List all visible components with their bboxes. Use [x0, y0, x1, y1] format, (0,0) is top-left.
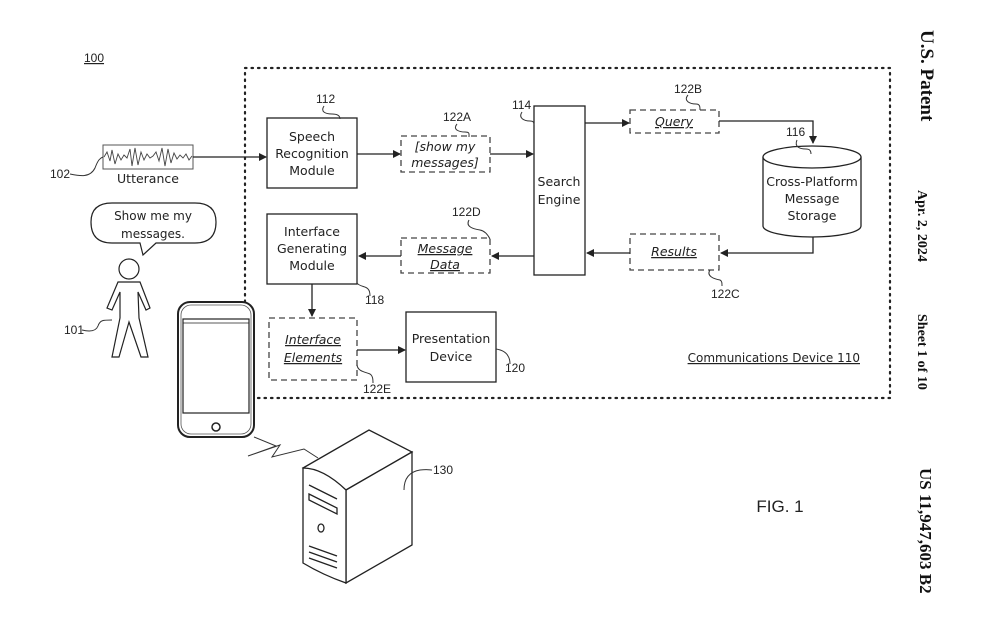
user-ref: 101	[64, 323, 84, 337]
leader-122b	[685, 94, 701, 111]
patent-number: US 11,947,603 B2	[916, 468, 935, 594]
leader-102	[69, 156, 104, 177]
search-engine-ref: 114	[512, 98, 531, 112]
message-storage-database	[762, 145, 862, 238]
presentation-ref: 120	[505, 361, 525, 375]
storage-ref: 116	[786, 125, 805, 139]
communications-device-label: Communications Device 110	[688, 351, 860, 365]
leader-122a	[454, 123, 470, 138]
patent-label: U.S. Patent	[916, 30, 937, 122]
speech-module-line-3: Module	[289, 163, 335, 178]
show-my-messages-line-1: [show my	[415, 139, 476, 154]
server-ref: 130	[433, 463, 453, 477]
leader-116	[795, 139, 812, 155]
leader-118	[356, 282, 371, 297]
search-engine	[533, 105, 586, 276]
query-label: Query	[655, 114, 694, 129]
user-figure-icon	[106, 258, 151, 358]
wireless-link-icon	[247, 436, 319, 459]
message-data-line-1: Message	[418, 241, 473, 256]
speech-module-ref: 112	[316, 92, 335, 106]
results-label: Results	[651, 244, 697, 259]
search-engine-line-2: Engine	[538, 192, 581, 207]
storage-line-2: Message	[785, 191, 840, 206]
utterance-label: Utterance	[117, 171, 179, 186]
arrow-query-to-storage	[719, 120, 817, 144]
leader-101	[81, 319, 113, 332]
interface-elements-data	[268, 317, 358, 381]
leader-122e	[356, 364, 374, 384]
leader-122d	[467, 219, 491, 240]
leader-114	[520, 111, 535, 126]
server-tower-icon	[301, 429, 414, 585]
search-engine-line-1: Search	[538, 174, 581, 189]
interface-gen-line-3: Module	[289, 258, 335, 273]
show-my-messages-line-2: messages]	[411, 155, 479, 170]
leader-112	[322, 105, 341, 120]
presentation-device	[405, 311, 497, 383]
speech-line-2: messages.	[121, 227, 185, 241]
interface-gen-line-1: Interface	[284, 224, 340, 239]
leader-130	[403, 469, 433, 491]
interface-elements-line-1: Interface	[285, 332, 341, 347]
message-data-line-2: Data	[430, 257, 460, 272]
presentation-line-2: Device	[430, 349, 473, 364]
interface-gen-line-2: Generating	[277, 241, 347, 256]
show-my-messages-ref: 122A	[443, 110, 471, 124]
speech-bubble	[90, 202, 217, 257]
system-ref: 100	[84, 51, 104, 65]
patent-date: Apr. 2, 2024	[914, 190, 929, 262]
smartphone-icon	[177, 301, 255, 438]
utterance-waveform-icon	[102, 144, 194, 170]
speech-recognition-module	[266, 117, 358, 189]
speech-module-line-1: Speech	[289, 129, 335, 144]
results-ref: 122C	[711, 287, 740, 301]
interface-elements-line-2: Elements	[284, 350, 343, 365]
storage-line-3: Storage	[788, 208, 837, 223]
sheet-number: Sheet 1 of 10	[914, 314, 929, 390]
storage-line-1: Cross-Platform	[766, 174, 858, 189]
presentation-line-1: Presentation	[412, 331, 491, 346]
speech-line-1: Show me my	[114, 209, 192, 223]
show-my-messages-data	[400, 135, 491, 173]
utterance-ref: 102	[50, 167, 70, 181]
query-ref: 122B	[674, 82, 702, 96]
results-data	[629, 233, 720, 271]
interface-gen-ref: 118	[365, 293, 384, 307]
arrow-storage-to-results	[720, 237, 814, 257]
figure-number: FIG. 1	[756, 497, 803, 516]
message-data-ref: 122D	[452, 205, 481, 219]
speech-module-line-2: Recognition	[275, 146, 349, 161]
interface-elements-ref: 122E	[363, 382, 391, 396]
leader-120	[495, 348, 511, 365]
leader-122c	[708, 269, 723, 287]
